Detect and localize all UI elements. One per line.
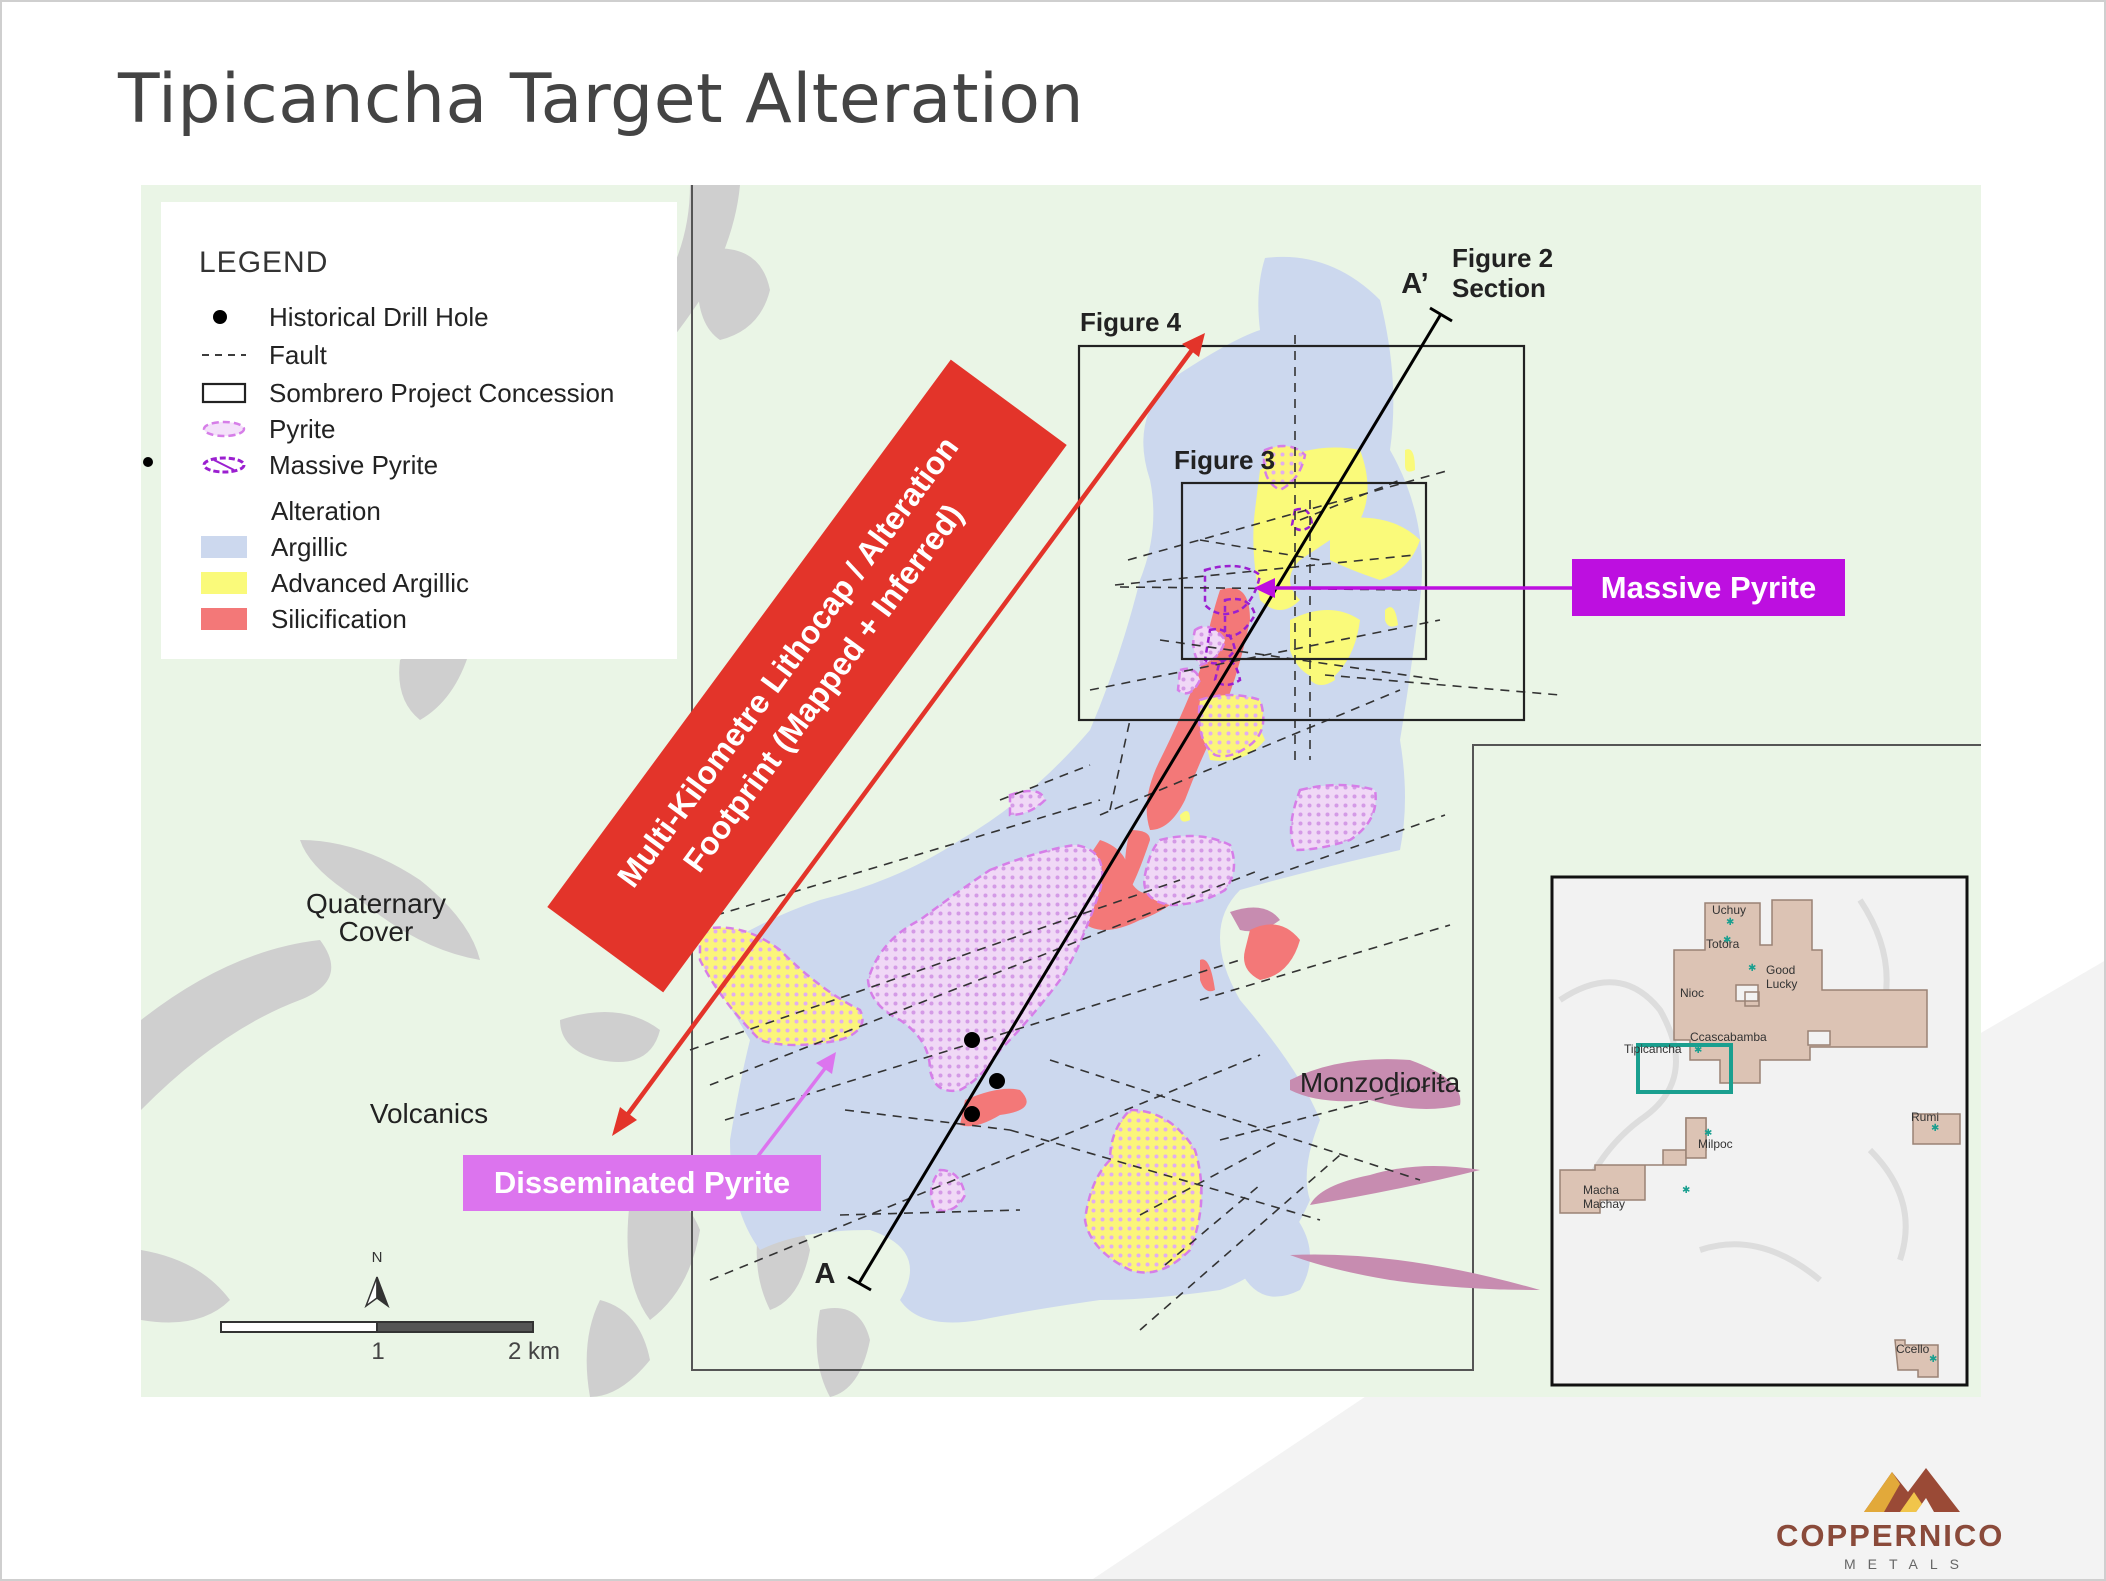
argillic-swatch (201, 536, 247, 558)
legend-item-massive-pyrite: Massive Pyrite (161, 450, 677, 482)
massive-pyrite-callout: Massive Pyrite (1572, 559, 1845, 616)
monzodiorita-intrusive (1230, 907, 1540, 1290)
legend-item-label: Pyrite (269, 414, 336, 444)
monzodiorita-label: Monzodiorita (1299, 1067, 1461, 1098)
silicification-swatch (201, 608, 247, 630)
legend-item-argillic: Argillic (161, 532, 677, 564)
disseminated-pyrite-arrow (756, 1052, 836, 1158)
drill-hole (989, 1073, 1005, 1089)
legend-item-label: Argillic (271, 532, 348, 562)
figure3-label: Figure 3 (1174, 445, 1276, 475)
pyrite-zones (698, 444, 1377, 1274)
scale-label-1: 1 (371, 1338, 385, 1365)
inset-label-ccascabamba: Ccascabamba (1690, 1030, 1767, 1044)
svg-text:✱: ✱ (1931, 1123, 1939, 1134)
inset-label-nioc: Nioc (1680, 986, 1705, 1000)
figure4-box (1077, 344, 1526, 722)
legend-item-drill-hole: Historical Drill Hole (161, 302, 677, 334)
drill-hole (964, 1032, 980, 1048)
figure2-section-label: Figure 2 Section (1452, 243, 1554, 303)
inset-label-good-lucky: Good Lucky (1766, 963, 1798, 991)
mountain-logo-icon (1864, 1468, 1960, 1512)
scale-label-2km: 2 km (507, 1338, 560, 1365)
page-title: Tipicancha Target Alteration (118, 60, 1085, 139)
location-inset: ✱ ✱ ✱ ✱ ✱ ✱ ✱ ✱ (1550, 875, 1969, 1387)
inset-target-box (1636, 1043, 1733, 1094)
inset-label-tipicancha: Tipicancha (1624, 1042, 1682, 1056)
north-label: N (371, 1249, 383, 1266)
legend-item-advanced-argillic: Advanced Argillic (161, 568, 677, 600)
section-label-a-prime: A’ (1401, 268, 1429, 300)
north-arrow-icon (364, 1276, 390, 1309)
inset-label-uchuy: Uchuy (1712, 903, 1747, 917)
legend-item-pyrite: Pyrite (161, 414, 677, 446)
concession-box-icon (201, 382, 247, 404)
legend-item-concession: Sombrero Project Concession (161, 378, 677, 410)
figure3-box (1180, 481, 1428, 661)
scale-bar (220, 1321, 534, 1333)
brand-sub: METALS (1844, 1556, 1971, 1572)
drill-hole (964, 1106, 980, 1122)
svg-text:✱: ✱ (1726, 917, 1734, 928)
legend: LEGEND Historical Drill Hole Fault Sombr… (161, 202, 677, 659)
legend-item-fault: Fault (161, 340, 677, 372)
figure4-label: Figure 4 (1080, 307, 1182, 337)
inset-label-milpoc: Milpoc (1698, 1137, 1733, 1151)
drill-hole-icon (213, 310, 227, 324)
legend-item-label: Historical Drill Hole (269, 302, 489, 332)
advanced-argillic-swatch (201, 572, 247, 594)
section-label-a: A (814, 1258, 836, 1290)
quaternary-cover-label: Quaternary Cover (305, 888, 447, 947)
legend-item-label: Massive Pyrite (269, 450, 439, 480)
svg-text:✱: ✱ (1704, 1128, 1712, 1139)
argillic-zone (700, 256, 1422, 1323)
inset-label-macha-machay: Macha Machay (1583, 1183, 1626, 1211)
legend-item-label: Sombrero Project Concession (269, 378, 615, 408)
legend-item-label: Fault (269, 340, 327, 370)
legend-title: LEGEND (199, 246, 329, 279)
historical-drill-holes (143, 457, 1005, 1122)
section-line-a-aprime (847, 306, 1453, 1292)
svg-text:✱: ✱ (1723, 935, 1731, 946)
volcanics-label: Volcanics (369, 1098, 489, 1129)
fault-line-icon (202, 354, 246, 356)
legend-item-silicification: Silicification (161, 604, 677, 636)
disseminated-pyrite-callout: Disseminated Pyrite (463, 1155, 821, 1211)
legend-alteration-heading: Alteration (271, 496, 381, 526)
inset-label-rumi: Rumi (1911, 1110, 1940, 1124)
massive-pyrite-arrow (1254, 578, 1573, 598)
inset-label-totora: Totora (1706, 937, 1740, 951)
drill-hole (143, 457, 153, 467)
svg-text:✱: ✱ (1682, 1185, 1690, 1196)
pyrite-outline-icon (202, 420, 246, 438)
lithocap-banner (547, 359, 1067, 993)
brand-name: COPPERNICO (1776, 1518, 2005, 1553)
svg-text:✱: ✱ (1929, 1354, 1937, 1365)
inset-label-ccello: Ccello (1896, 1342, 1930, 1356)
massive-pyrite-outline-icon (202, 456, 246, 474)
svg-text:✱: ✱ (1748, 963, 1756, 974)
legend-item-label: Silicification (271, 604, 407, 634)
lithocap-arrow (612, 333, 1205, 1136)
sombrero-concession-boundary (691, 185, 1981, 1371)
legend-item-label: Advanced Argillic (271, 568, 469, 598)
svg-text:✱: ✱ (1694, 1045, 1702, 1056)
